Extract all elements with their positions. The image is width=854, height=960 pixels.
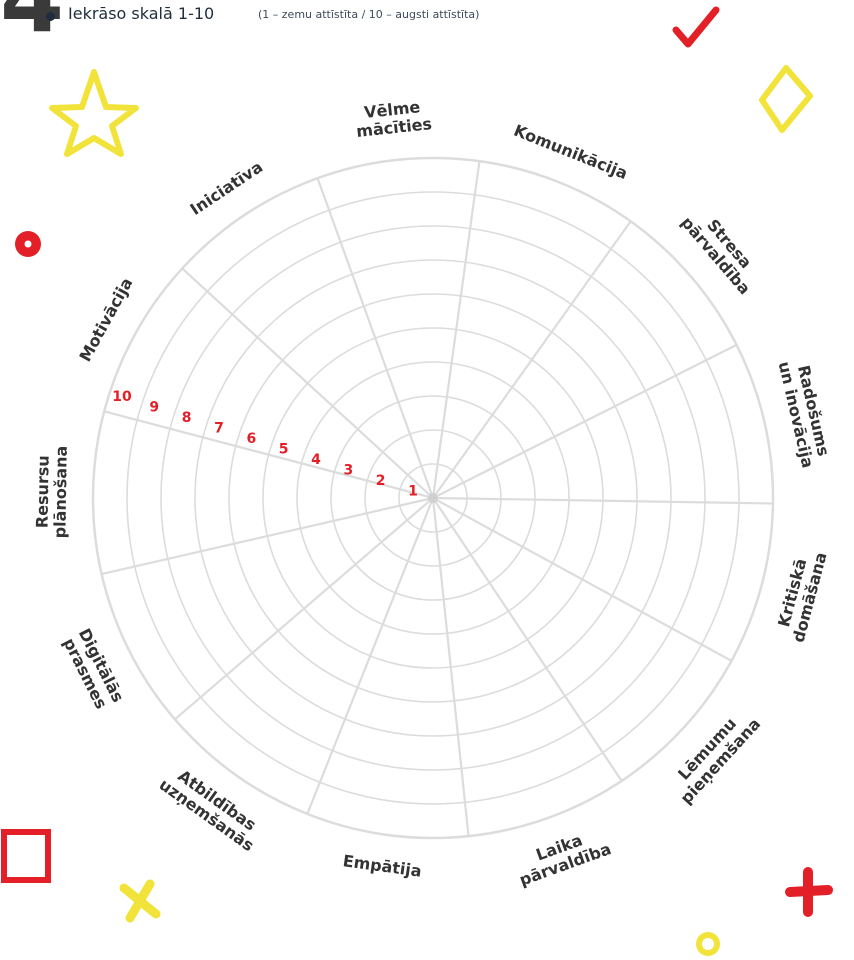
category-label-6: Lēmumupieņemšana bbox=[663, 702, 764, 808]
spoke-6 bbox=[432, 497, 623, 782]
spoke-3 bbox=[432, 343, 738, 499]
spoke-12 bbox=[181, 267, 434, 499]
scale-number-2: 2 bbox=[376, 473, 386, 489]
scale-number-3: 3 bbox=[343, 463, 353, 479]
spoke-1 bbox=[431, 161, 481, 499]
svg-text:Komunikācija: Komunikācija bbox=[511, 121, 630, 183]
svg-text:Digitālāsprasmes: Digitālāsprasmes bbox=[59, 625, 128, 713]
scale-number-5: 5 bbox=[279, 442, 289, 458]
instruction-text: Iekrāso skalā 1-10 bbox=[68, 4, 215, 23]
wheel-center bbox=[428, 493, 438, 503]
star-doodle bbox=[49, 69, 139, 157]
ring-doodle bbox=[696, 932, 720, 956]
category-label-5: Kritiskādomāšana bbox=[771, 546, 830, 645]
spoke-4 bbox=[432, 496, 773, 505]
spoke-11 bbox=[103, 410, 434, 500]
plus-doodle-red bbox=[785, 867, 833, 917]
ring-6 bbox=[228, 293, 638, 703]
category-label-2: Komunikācija bbox=[511, 121, 630, 183]
ring-5 bbox=[262, 327, 604, 669]
scale-number-10: 10 bbox=[112, 389, 132, 405]
checkmark-doodle bbox=[672, 6, 720, 48]
svg-text:Stresapārvaldība: Stresapārvaldība bbox=[677, 201, 768, 298]
svg-text:Vēlmemācīties: Vēlmemācīties bbox=[353, 96, 432, 141]
category-label-11: Resursuplānošana bbox=[32, 445, 70, 539]
spoke-9 bbox=[174, 497, 434, 721]
scale-number-4: 4 bbox=[311, 452, 321, 468]
svg-text:Empātija: Empātija bbox=[342, 851, 423, 881]
spoke-7 bbox=[431, 497, 470, 837]
svg-text:Laikapārvaldība: Laikapārvaldība bbox=[511, 822, 614, 889]
diamond-doodle bbox=[759, 65, 813, 133]
scale-number-8: 8 bbox=[182, 410, 192, 426]
scale-number-1: 1 bbox=[408, 484, 418, 500]
square-doodle bbox=[1, 829, 51, 883]
step-number: 4 bbox=[0, 0, 64, 46]
ring-3 bbox=[330, 395, 536, 601]
ring-9 bbox=[126, 191, 740, 805]
spoke-8 bbox=[306, 497, 435, 815]
ring-7 bbox=[194, 259, 672, 737]
scale-number-7: 7 bbox=[214, 421, 224, 437]
category-label-3: Stresapārvaldība bbox=[677, 201, 768, 298]
scale-numbers: 1 2 3 4 5 6 7 8 9 10 bbox=[112, 389, 418, 499]
bullet-icon bbox=[46, 12, 55, 21]
scale-number-9: 9 bbox=[149, 400, 159, 416]
cross-doodle-yellow bbox=[119, 879, 161, 923]
category-label-7: Laikapārvaldība bbox=[511, 822, 614, 889]
decorations bbox=[1, 6, 833, 956]
svg-text:Kritiskādomāšana: Kritiskādomāšana bbox=[771, 546, 830, 645]
spoke-13 bbox=[316, 177, 435, 499]
spoke-2 bbox=[432, 220, 632, 499]
svg-text:Lēmumupieņemšana: Lēmumupieņemšana bbox=[663, 702, 764, 808]
svg-text:Atbildībasuzņemšanās: Atbildībasuzņemšanās bbox=[156, 760, 268, 855]
ring-4 bbox=[296, 361, 570, 635]
header: 4 Iekrāso skalā 1-10 (1 – zemu attīstīta… bbox=[0, 0, 854, 46]
category-label-8: Empātija bbox=[342, 851, 423, 881]
category-label-1: Vēlmemācīties bbox=[353, 96, 433, 141]
spoke-10 bbox=[101, 496, 434, 576]
ring-8 bbox=[160, 225, 706, 771]
wheel-grid bbox=[91, 156, 775, 840]
scale-number-6: 6 bbox=[246, 431, 256, 447]
scale-note: (1 – zemu attīstīta / 10 – augsti attīst… bbox=[258, 8, 480, 21]
category-label-10: Digitālāsprasmes bbox=[59, 625, 128, 713]
svg-text:Resursuplānošana: Resursuplānošana bbox=[32, 445, 70, 538]
category-label-4: Radošumsun inovācija bbox=[775, 356, 835, 470]
category-label-9: Atbildībasuzņemšanās bbox=[156, 760, 268, 855]
ring-10 bbox=[91, 156, 775, 840]
spoke-5 bbox=[432, 497, 732, 662]
svg-text:Radošumsun inovācija: Radošumsun inovācija bbox=[775, 356, 835, 470]
